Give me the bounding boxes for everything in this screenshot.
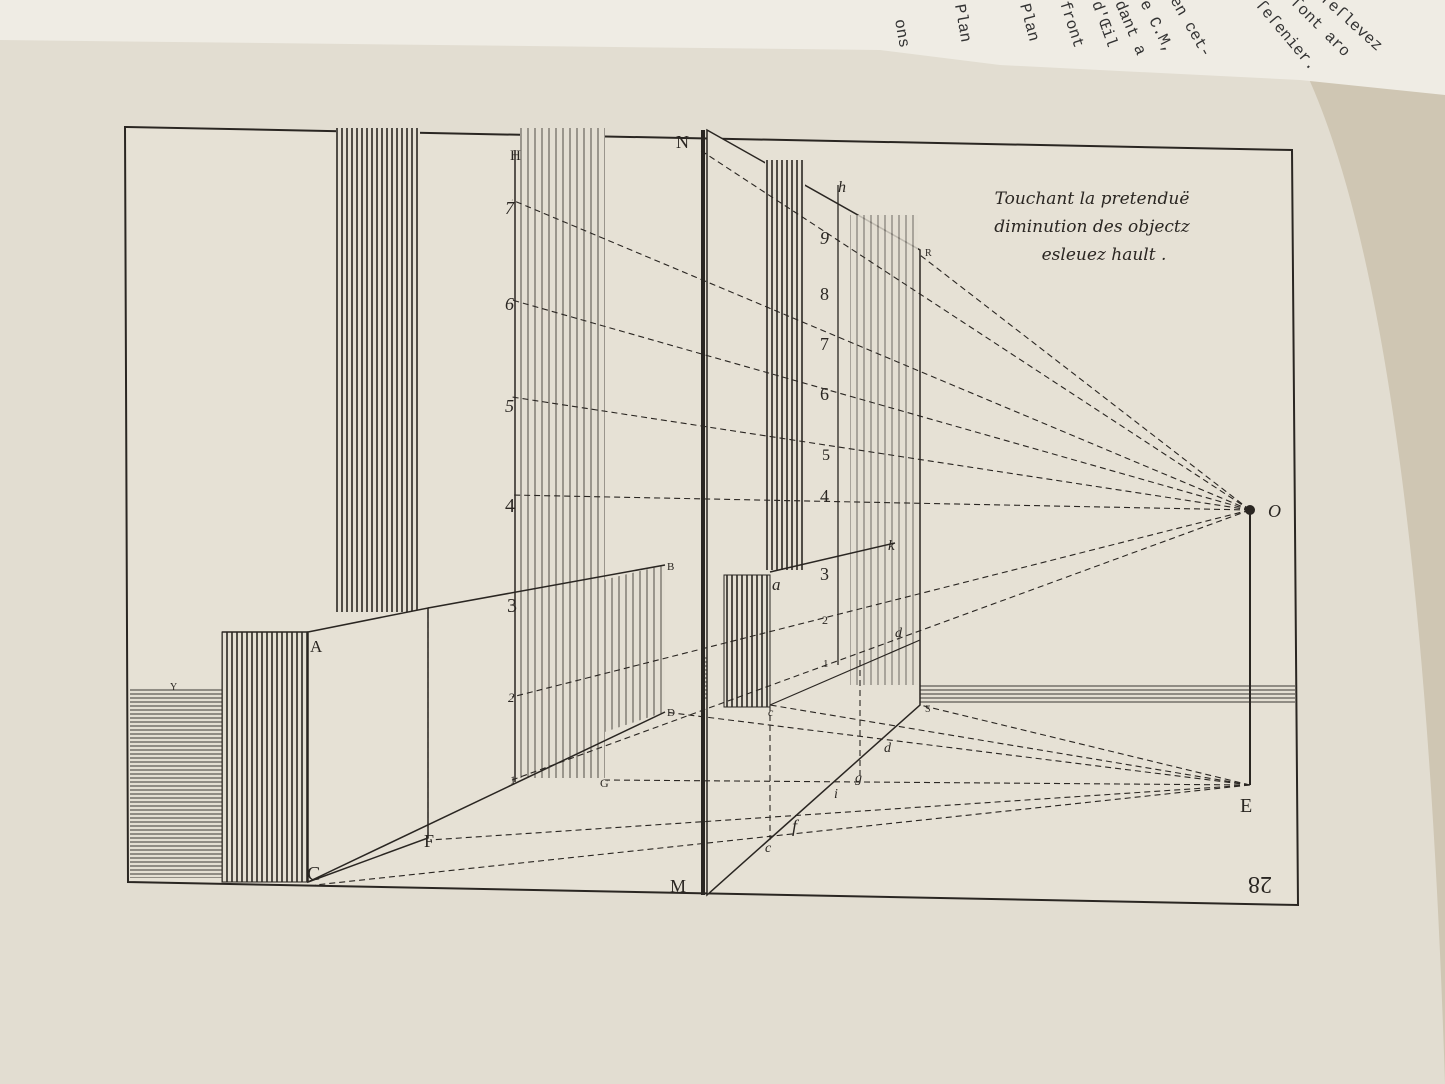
label-D: D (667, 707, 675, 719)
label-C: C (307, 863, 320, 885)
plate-title-line-1: Touchant la pretenduë (995, 189, 1190, 209)
label-Y: Y (170, 682, 177, 693)
label-F: F (424, 831, 434, 851)
left-scale-7: 7 (505, 198, 515, 218)
page-edge-shadow (1300, 0, 1445, 1084)
label-c: c (765, 841, 772, 856)
right-scale-9: 9 (820, 228, 829, 248)
visual-rays (314, 149, 1251, 886)
box-side-face (307, 607, 429, 884)
ray (511, 396, 1251, 511)
left-scale-1: 1 (510, 773, 516, 787)
right-scale-7: 7 (820, 334, 829, 354)
label-h: h (838, 179, 846, 196)
ray (511, 299, 1251, 511)
facing-text: ons (890, 18, 913, 50)
right-scale-4: 4 (820, 486, 829, 506)
label-N: N (676, 132, 689, 152)
label-G: G (600, 776, 609, 790)
floor-edge (307, 711, 666, 883)
facing-page (0, 0, 1445, 95)
ray (664, 711, 1251, 786)
ray (511, 509, 1251, 781)
ray (769, 704, 1251, 786)
label-c-upper: c (768, 705, 774, 719)
label-f: f (792, 816, 800, 836)
left-scale-4: 4 (505, 495, 515, 517)
label-A: A (310, 637, 323, 656)
right-scale: 9 8 7 6 5 4 3 2 1 (820, 228, 830, 670)
ray (511, 494, 1251, 511)
right-scale-8: 8 (820, 284, 829, 304)
ray (314, 784, 1251, 886)
right-scale-2: 2 (822, 613, 828, 627)
left-scale-6: 6 (505, 294, 514, 314)
right-scale-1: 1 (823, 658, 829, 670)
plate-title-line-3: esleuez hault . (1042, 245, 1167, 265)
label-O: O (1268, 501, 1281, 521)
right-scale-6: 6 (820, 384, 829, 404)
ray (429, 784, 1251, 841)
label-d-upper: d (895, 626, 903, 641)
label-H: H (510, 148, 521, 164)
point-labels: H N M A B D G F C Y O E R S h a c c f i … (170, 132, 1281, 897)
label-k: k (888, 538, 895, 554)
label-a: a (772, 575, 781, 594)
ray (919, 704, 1251, 786)
wall-hatch-B (520, 565, 665, 760)
ray (511, 199, 1251, 511)
left-scale: 7 6 5 4 3 2 1 (505, 198, 517, 787)
right-scale-5: 5 (822, 447, 830, 464)
label-E: E (1240, 795, 1252, 817)
right-scale-3: 3 (820, 564, 829, 584)
label-S: S (925, 704, 931, 715)
tall-column-left (336, 128, 420, 612)
ground-right (920, 685, 1295, 703)
line-a-k (769, 542, 896, 573)
left-scale-3: 3 (507, 595, 517, 617)
engraving-plate: Touchant la pretenduë diminution des obj… (123, 125, 1300, 907)
label-g: g (855, 771, 862, 786)
box-front-face (221, 631, 309, 883)
label-d: d (884, 741, 892, 756)
ray (604, 779, 1251, 786)
line-c-S (769, 639, 921, 706)
hatched-column-right (765, 160, 805, 570)
plate-title-line-2: diminution des objectz (994, 217, 1191, 237)
label-i: i (834, 787, 838, 802)
label-B: B (667, 561, 674, 573)
label-M: M (670, 876, 686, 896)
plate-number: 28 (1248, 871, 1272, 897)
label-R: R (925, 248, 932, 259)
box-edge-B (427, 564, 666, 609)
left-scale-2: 2 (508, 690, 515, 705)
ray (511, 509, 1251, 698)
ground-left (130, 688, 225, 878)
left-scale-5: 5 (505, 396, 514, 416)
